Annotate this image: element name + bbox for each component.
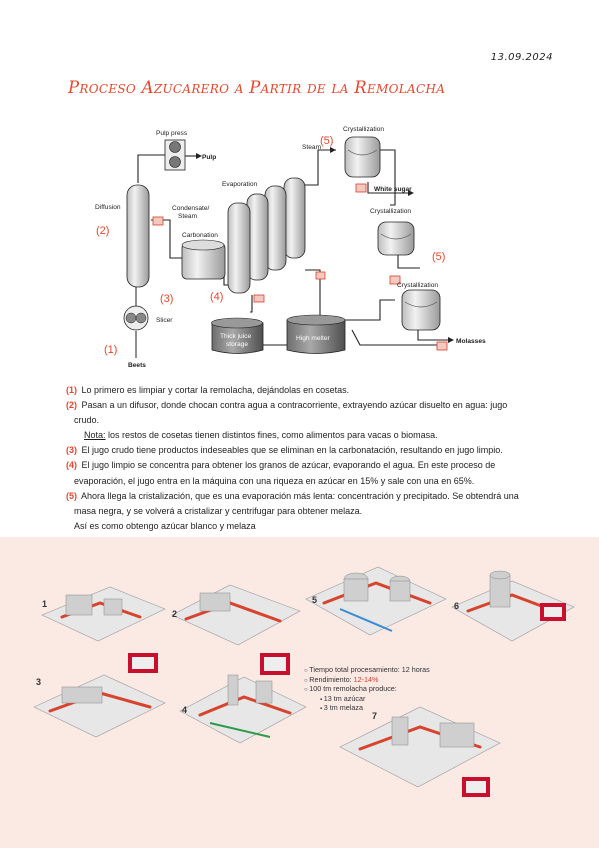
annotation-step-5a: (5): [320, 135, 333, 147]
note-step-4: (4) El jugo limpio se concentra para obt…: [66, 458, 554, 473]
side-note-label: Nota:: [84, 430, 106, 441]
step-2-number: (2): [66, 400, 77, 411]
stat-produces: 100 tm remolacha produce:: [304, 685, 434, 695]
label-beets: Beets: [128, 362, 146, 369]
label-crystallization-3: Crystallization: [397, 282, 438, 289]
annotation-step-4: (4): [210, 291, 223, 303]
panel-number-1: 1: [42, 599, 47, 609]
date-label: 13.09.2024: [490, 52, 553, 63]
panel-number-5: 5: [312, 595, 317, 605]
label-crystallization-1: Crystallization: [343, 126, 384, 133]
step-5-number: (5): [66, 490, 77, 501]
step-3-text: El jugo crudo tiene productos indeseable…: [81, 445, 503, 456]
label-high-melter: High melter: [296, 335, 331, 342]
stat-sugar: 13 tm azúcar: [304, 694, 434, 705]
production-stats: Tiempo total procesamiento: 12 horas Ren…: [304, 665, 434, 714]
side-note-text: los restos de cosetas tienen distintos f…: [105, 430, 438, 441]
note-step-5: (5) Ahora llega la cristalización, que e…: [66, 489, 554, 504]
process-diagram: Pulp press Pulp Diffusion Evaporation Co…: [95, 126, 486, 369]
annotation-step-5b: (5): [432, 251, 445, 263]
stat-molasses: 3 tm melaza: [304, 704, 434, 714]
label-pulp: Pulp: [202, 154, 216, 161]
page-title: Proceso Azucarero a Partir de la Remolac…: [68, 78, 446, 97]
label-pulp-press: Pulp press: [156, 130, 188, 137]
step-2-text: Pasan a un difusor, donde chocan contra …: [81, 400, 508, 411]
panel-number-7: 7: [372, 711, 377, 721]
illustrations-section: 1 2 3 4 5 6 7: [0, 537, 599, 848]
note-step-1: (1) Lo primero es limpiar y cortar la re…: [66, 383, 554, 398]
stat-yield-label: Rendimiento:: [309, 674, 354, 684]
panel-number-6: 6: [454, 601, 459, 611]
label-white-sugar: White sugar: [374, 186, 412, 193]
note-step-3: (3) El jugo crudo tiene productos indese…: [66, 443, 554, 458]
label-molasses: Molasses: [456, 338, 486, 345]
step-1-number: (1): [66, 385, 77, 395]
step-3-number: (3): [66, 445, 77, 456]
step-1-text: Lo primero es limpiar y cortar la remola…: [81, 385, 350, 395]
label-steam-condensate: Steam: [178, 213, 198, 220]
process-notes: (1) Lo primero es limpiar y cortar la re…: [66, 383, 554, 534]
step-4-continuation: evaporación, el jugo entra en la máquina…: [74, 475, 475, 486]
stat-yield-value: 12-14%: [353, 674, 379, 684]
panel-number-2: 2: [172, 609, 177, 619]
label-evaporation: Evaporation: [222, 181, 258, 188]
side-note: Nota: los restos de cosetas tienen disti…: [66, 428, 554, 443]
label-carbonation: Carbonation: [182, 232, 218, 239]
label-slicer: Slicer: [156, 317, 173, 324]
factory-illustrations: 1 2 3 4 5 6 7: [33, 566, 575, 797]
annotation-step-2: (2): [96, 225, 109, 237]
label-thick-juice: Thick juice: [220, 333, 251, 340]
stat-yield: Rendimiento: 12-14%: [304, 674, 434, 686]
label-storage: storage: [226, 341, 248, 348]
step-4-text: El jugo limpio se concentra para obtener…: [81, 460, 496, 471]
step-4-number: (4): [66, 460, 77, 471]
stat-total-time: Tiempo total procesamiento: 12 horas: [304, 665, 434, 676]
label-steam: Steam: [302, 144, 322, 151]
panel-number-3: 3: [36, 677, 41, 687]
step-5-text: Ahora llega la cristalización, que es un…: [81, 490, 519, 501]
closing-line: Así es como obtengo azúcar blanco y mela…: [74, 520, 256, 531]
note-step-2: (2) Pasan a un difusor, donde chocan con…: [66, 398, 554, 413]
label-diffusion: Diffusion: [95, 204, 121, 211]
panel-number-4: 4: [182, 705, 187, 715]
step-5-continuation: masa negra, y se volverá a cristalizar y…: [74, 505, 363, 516]
annotation-step-3: (3): [160, 293, 173, 305]
label-crystallization-2: Crystallization: [370, 208, 411, 215]
annotation-step-1: (1): [104, 344, 117, 356]
step-2-continuation: crudo.: [74, 415, 100, 426]
label-condensate: Condensate/: [172, 205, 210, 212]
